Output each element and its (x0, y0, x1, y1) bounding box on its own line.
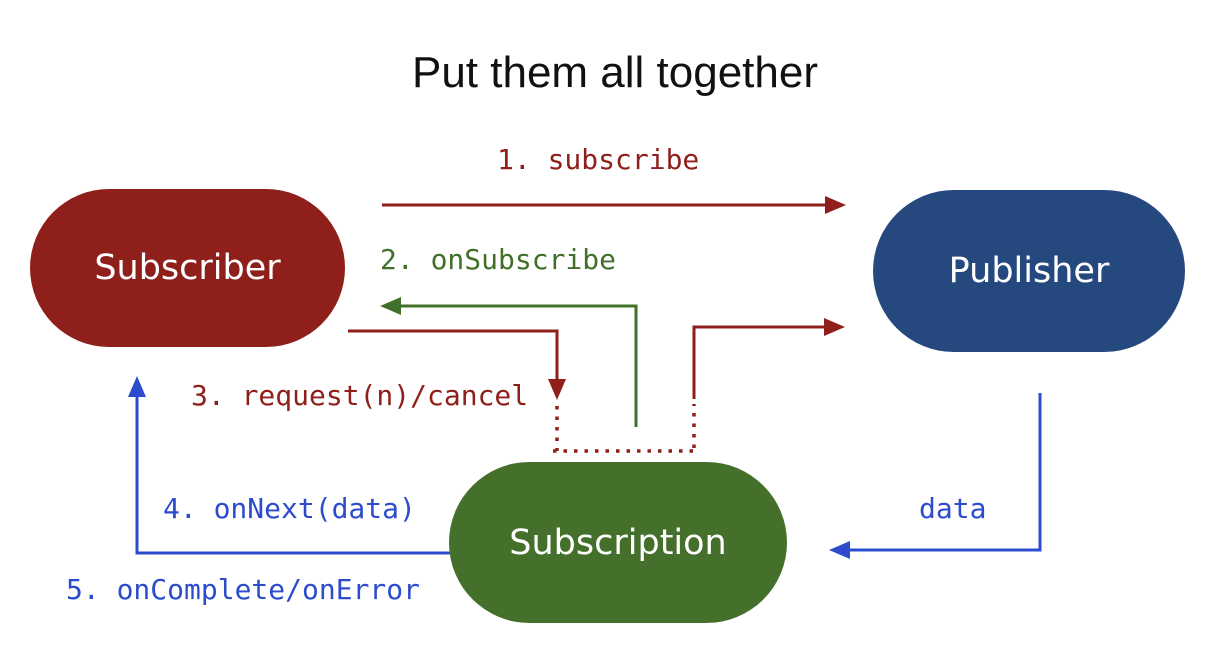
node-subscriber-label: Subscriber (94, 248, 281, 288)
edge-label-on-complete-error: 5. onComplete/onError (66, 573, 421, 606)
node-subscription-label: Subscription (509, 522, 727, 563)
page-title: Put them all together (411, 48, 818, 97)
edge-label-subscribe: 1. subscribe (497, 143, 700, 176)
node-publisher-label: Publisher (948, 251, 1110, 291)
node-publisher[interactable]: Publisher (873, 190, 1185, 352)
request-to-publisher-arrow (692, 318, 845, 399)
subscribe-arrow (382, 196, 846, 214)
node-subscription[interactable]: Subscription (449, 462, 787, 623)
node-subscriber[interactable]: Subscriber (30, 189, 345, 347)
request-dotted-path (553, 404, 699, 453)
edge-label-data: data (919, 492, 987, 525)
edge-label-on-subscribe: 2. onSubscribe (380, 243, 617, 276)
data-arrow (829, 393, 1042, 559)
on-subscribe-arrow (380, 297, 638, 427)
request-cancel-arrow (348, 329, 566, 400)
edge-label-on-next: 4. onNext(data) (163, 492, 416, 525)
on-next-complete-arrow (128, 376, 452, 555)
edge-label-request-cancel: 3. request(n)/cancel (191, 379, 529, 412)
